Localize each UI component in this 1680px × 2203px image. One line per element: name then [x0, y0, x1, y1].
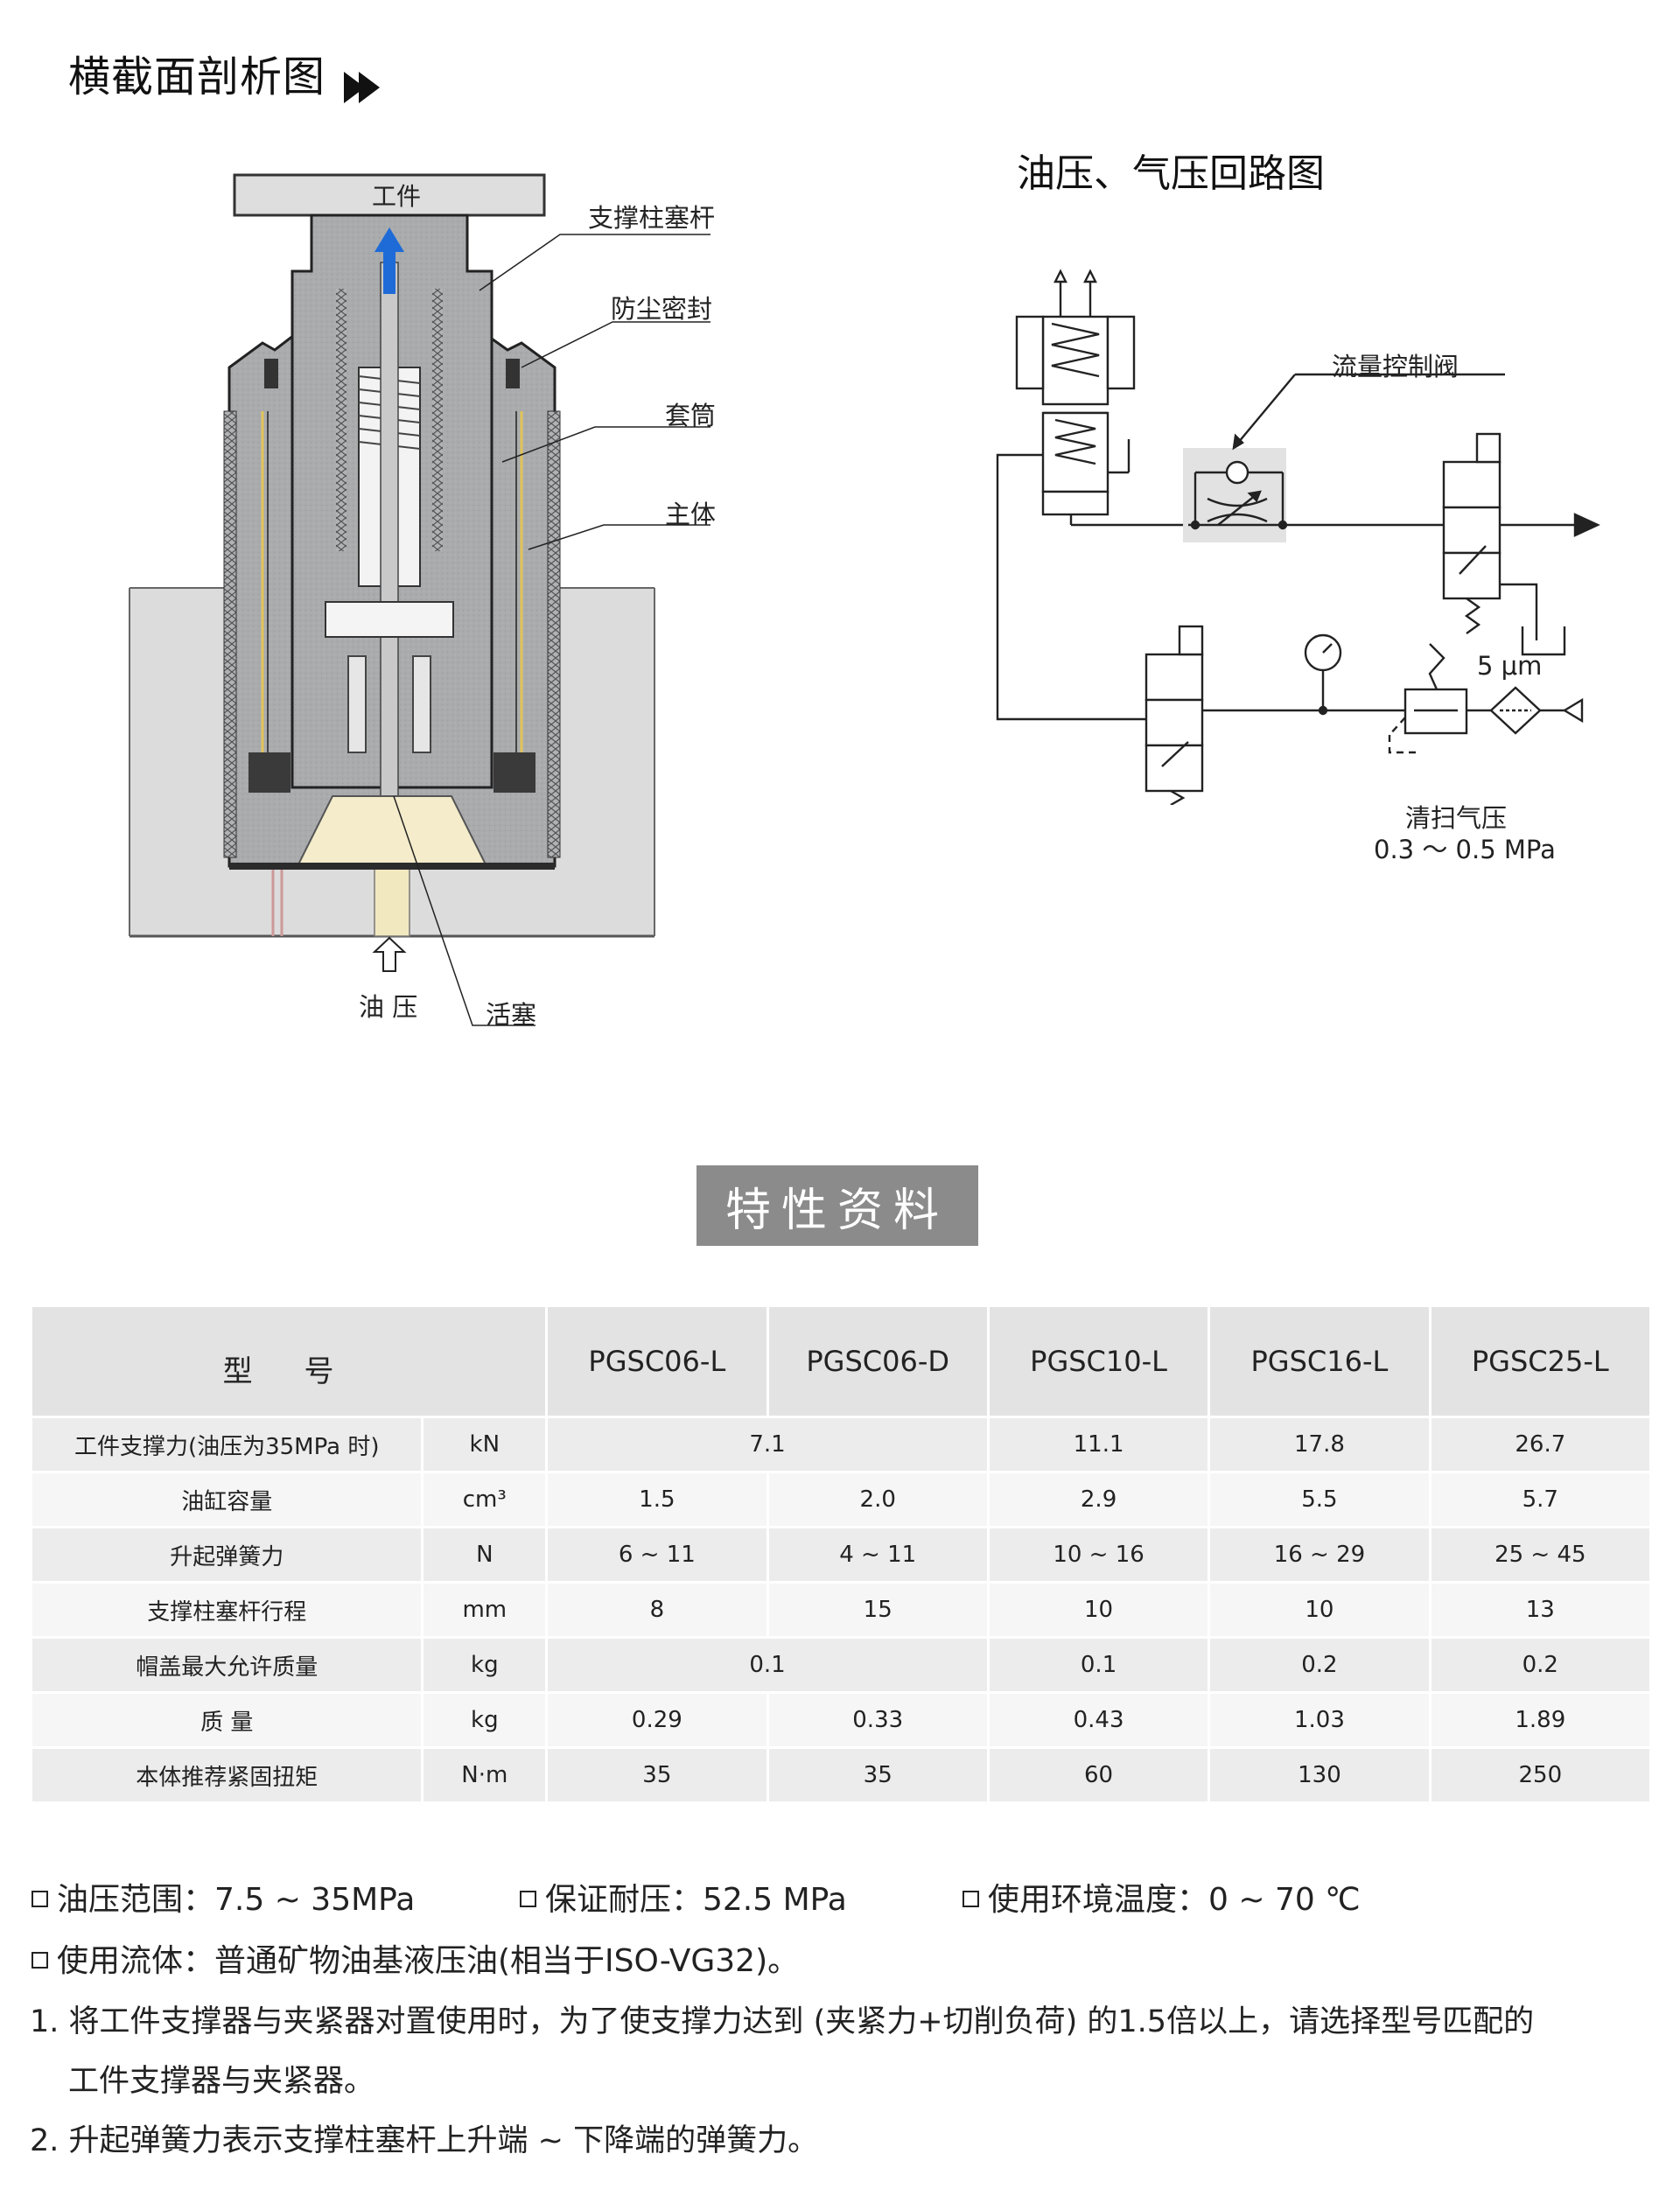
- row-unit: kg: [424, 1639, 546, 1691]
- model-pgsc06-d: PGSC06-D: [768, 1307, 987, 1416]
- cross-section-drawing: [129, 173, 710, 1026]
- row-label: 工件支撑力(油压为35MPa 时): [32, 1418, 422, 1471]
- note-2: 2. 升起弹簧力表示支撑柱塞杆上升端 ~ 下降端的弹簧力。: [30, 2123, 819, 2158]
- row-label: 本体推荐紧固扭矩: [32, 1749, 422, 1801]
- cell: 17.8: [1210, 1418, 1429, 1471]
- cell: 11.1: [989, 1418, 1208, 1471]
- cell: 13: [1431, 1584, 1649, 1636]
- circuit-title: 油压、气压回路图: [1017, 151, 1325, 196]
- cell: 16 ~ 29: [1210, 1528, 1429, 1581]
- cell: 2.0: [768, 1473, 987, 1526]
- cell: 6 ~ 11: [548, 1528, 766, 1581]
- cell: 10: [1210, 1584, 1429, 1636]
- cell: 4 ~ 11: [768, 1528, 987, 1581]
- cell: 130: [1210, 1749, 1429, 1801]
- cell: 5.5: [1210, 1473, 1429, 1526]
- note-temp-range: 使用环境温度：0 ~ 70 ℃: [962, 1874, 1361, 1920]
- table-row: 升起弹簧力 N 6 ~ 11 4 ~ 11 10 ~ 16 16 ~ 29 25…: [32, 1528, 1649, 1581]
- cell: 2.9: [989, 1473, 1208, 1526]
- table-row: 工件支撑力(油压为35MPa 时) kN 7.1 11.1 17.8 26.7: [32, 1418, 1649, 1471]
- note-1-line-2: 工件支撑器与夹紧器。: [68, 2064, 375, 2099]
- table-row: 质 量 kg 0.29 0.33 0.43 1.03 1.89: [32, 1694, 1649, 1746]
- row-unit: kg: [424, 1694, 546, 1746]
- model-pgsc16-l: PGSC16-L: [1210, 1307, 1429, 1416]
- cell: 0.29: [548, 1694, 766, 1746]
- cell: 1.89: [1431, 1694, 1649, 1746]
- table-row: 帽盖最大允许质量 kg 0.1 0.1 0.2 0.2: [32, 1639, 1649, 1691]
- oil-inlet-arrow-icon: [372, 936, 407, 972]
- row-label: 升起弹簧力: [32, 1528, 422, 1581]
- model-pgsc10-l: PGSC10-L: [989, 1307, 1208, 1416]
- label-oil-pressure: 油 压: [359, 992, 418, 1022]
- cell: 0.2: [1431, 1639, 1649, 1691]
- circuit-diagram: [996, 269, 1600, 805]
- cell: 0.33: [768, 1694, 987, 1746]
- row-unit: N·m: [424, 1749, 546, 1801]
- model-pgsc06-l: PGSC06-L: [548, 1307, 766, 1416]
- table-row: 支撑柱塞杆行程 mm 8 15 10 10 13: [32, 1584, 1649, 1636]
- label-purge-range: 0.3 ～ 0.5 MPa: [1374, 835, 1556, 864]
- cell: 5.7: [1431, 1473, 1649, 1526]
- note-proof-pressure: 保证耐压：52.5 MPa: [520, 1874, 847, 1920]
- cell: 0.1: [989, 1639, 1208, 1691]
- label-piston: 活塞: [486, 1000, 537, 1030]
- row-unit: kN: [424, 1418, 546, 1471]
- row-label: 帽盖最大允许质量: [32, 1639, 422, 1691]
- label-plunger: 支撑柱塞杆: [588, 203, 716, 233]
- note-oil-range-text: 油压范围：7.5 ~ 35MPa: [57, 1882, 416, 1918]
- cell: 10 ~ 16: [989, 1528, 1208, 1581]
- label-filter-rating: 5 μm: [1477, 651, 1543, 681]
- cell: 0.43: [989, 1694, 1208, 1746]
- row-unit: mm: [424, 1584, 546, 1636]
- row-unit: cm³: [424, 1473, 546, 1526]
- cell: 60: [989, 1749, 1208, 1801]
- label-flow-control-valve: 流量控制阀: [1332, 352, 1460, 381]
- label-purge-air: 清扫气压: [1405, 803, 1508, 833]
- table-row: 本体推荐紧固扭矩 N·m 35 35 60 130 250: [32, 1749, 1649, 1801]
- note-1-line-1: 1. 将工件支撑器与夹紧器对置使用时，为了使支撑力达到 (夹紧力+切削负荷) 的…: [30, 2004, 1535, 2039]
- cell: 1.03: [1210, 1694, 1429, 1746]
- spec-table: 型 号 PGSC06-L PGSC06-D PGSC10-L PGSC16-L …: [30, 1304, 1652, 1804]
- note-proof-pressure-text: 保证耐压：52.5 MPa: [545, 1882, 847, 1918]
- cell: 26.7: [1431, 1418, 1649, 1471]
- label-sleeve: 套筒: [665, 401, 717, 430]
- up-arrow-icon: [374, 227, 404, 294]
- checkbox-square-icon: [520, 1890, 536, 1907]
- spec-header-row: 型 号 PGSC06-L PGSC06-D PGSC10-L PGSC16-L …: [32, 1307, 1649, 1416]
- spec-banner: 特性资料: [696, 1165, 978, 1246]
- row-label: 质 量: [32, 1694, 422, 1746]
- cell-merged: 7.1: [548, 1418, 987, 1471]
- label-dust-seal: 防尘密封: [611, 294, 713, 324]
- cell-merged: 0.1: [548, 1639, 987, 1691]
- model-pgsc25-l: PGSC25-L: [1431, 1307, 1649, 1416]
- cell: 35: [768, 1749, 987, 1801]
- label-body: 主体: [665, 500, 717, 529]
- cell: 250: [1431, 1749, 1649, 1801]
- row-label: 支撑柱塞杆行程: [32, 1584, 422, 1636]
- note-oil-range: 油压范围：7.5 ~ 35MPa: [32, 1874, 415, 1920]
- cross-section-title: 横截面剖析图: [68, 52, 326, 101]
- checkbox-square-icon: [32, 1890, 48, 1907]
- cell: 10: [989, 1584, 1208, 1636]
- label-workpiece: 工件: [372, 182, 422, 211]
- row-unit: N: [424, 1528, 546, 1581]
- cell: 1.5: [548, 1473, 766, 1526]
- cell: 25 ~ 45: [1431, 1528, 1649, 1581]
- cell: 8: [548, 1584, 766, 1636]
- table-row: 油缸容量 cm³ 1.5 2.0 2.9 5.5 5.7: [32, 1473, 1649, 1526]
- note-fluid-text: 使用流体：普通矿物油基液压油(相当于ISO-VG32)。: [57, 1943, 800, 1979]
- note-fluid: 使用流体：普通矿物油基液压油(相当于ISO-VG32)。: [32, 1935, 799, 1981]
- note-temp-range-text: 使用环境温度：0 ~ 70 ℃: [988, 1882, 1361, 1918]
- checkbox-square-icon: [962, 1890, 979, 1907]
- cell: 15: [768, 1584, 987, 1636]
- play-arrow-icon-2: [359, 71, 381, 103]
- cross-section-heading: 横截面剖析图: [68, 42, 381, 103]
- row-label: 油缸容量: [32, 1473, 422, 1526]
- cell: 35: [548, 1749, 766, 1801]
- checkbox-square-icon: [32, 1951, 48, 1969]
- model-header: 型 号: [32, 1307, 546, 1416]
- cell: 0.2: [1210, 1639, 1429, 1691]
